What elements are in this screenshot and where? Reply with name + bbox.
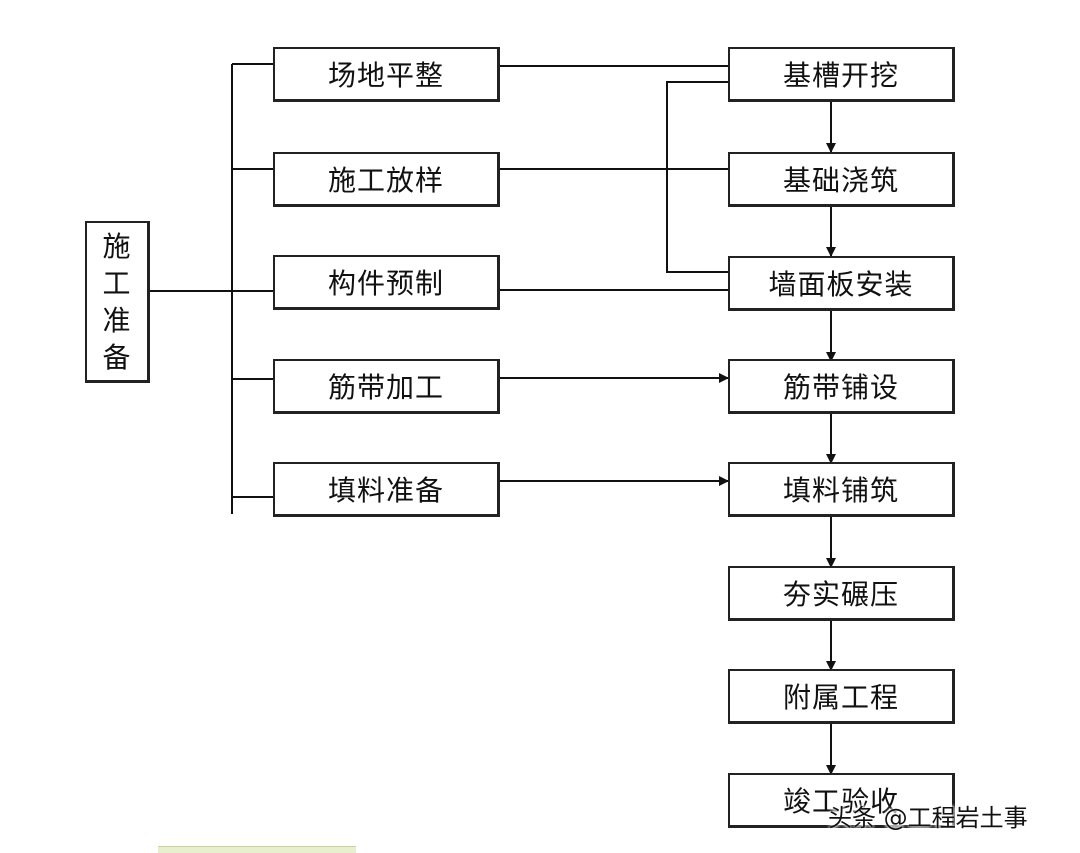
prep-task-setting-out: 施工放样 xyxy=(273,152,500,207)
step-compaction: 夯实碾压 xyxy=(728,566,955,621)
prep-task-precast: 构件预制 xyxy=(273,255,500,310)
bottom-decoration xyxy=(158,846,356,853)
root-char: 工 xyxy=(102,266,132,300)
watermark: 头条 @工程岩土事 xyxy=(828,804,1028,832)
root-node: 施 工 准 备 xyxy=(85,221,150,383)
prep-task-strip-processing: 筋带加工 xyxy=(273,359,500,414)
bracket-connector xyxy=(666,81,728,273)
step-trench-excavation: 基槽开挖 xyxy=(728,47,955,102)
step-foundation-pouring: 基础浇筑 xyxy=(728,152,955,207)
step-fill-laying: 填料铺筑 xyxy=(728,462,955,517)
step-strip-laying: 筋带铺设 xyxy=(728,359,955,414)
prep-task-site-leveling: 场地平整 xyxy=(273,47,500,102)
step-completion-acceptance: 竣工验收 xyxy=(728,773,955,828)
root-char: 施 xyxy=(102,229,132,263)
root-char: 备 xyxy=(102,340,132,374)
prep-task-fill-preparation: 填料准备 xyxy=(273,462,500,517)
step-auxiliary-works: 附属工程 xyxy=(728,669,955,724)
step-wall-panel-installation: 墙面板安装 xyxy=(728,256,955,311)
root-char: 准 xyxy=(102,303,132,337)
